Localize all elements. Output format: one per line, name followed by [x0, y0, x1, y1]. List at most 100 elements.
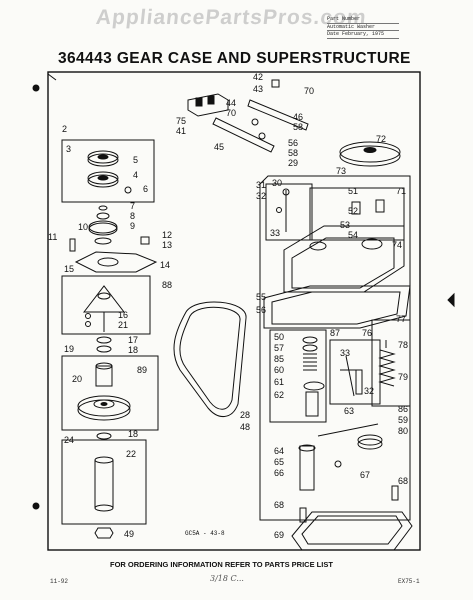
- callout-43: 43: [253, 84, 263, 94]
- callout-58-lower: 58: [288, 148, 298, 158]
- publication-info-box: Part Number Automatic Washer Date Februa…: [327, 16, 399, 39]
- handwritten-note: 3/18 C...: [210, 574, 244, 583]
- corner-code-right: EX75-1: [398, 578, 420, 585]
- box-drive-gear: [61, 355, 159, 431]
- callout-6: 6: [143, 184, 148, 194]
- callout-17: 17: [128, 335, 138, 345]
- callout-18-upper: 18: [128, 345, 138, 355]
- callout-19: 19: [64, 344, 74, 354]
- callout-11: 11: [48, 232, 57, 242]
- callout-52: 52: [348, 206, 358, 216]
- drawing-code: GC5A - 43-8: [185, 530, 225, 537]
- callout-67: 67: [360, 470, 370, 480]
- callout-76: 76: [362, 328, 372, 338]
- callout-9: 9: [130, 221, 135, 231]
- callout-59: 59: [398, 415, 408, 425]
- callout-33-upper: 33: [270, 228, 280, 238]
- drive-gear-part: [77, 362, 131, 421]
- callout-20: 20: [72, 374, 82, 384]
- callout-69: 69: [274, 530, 284, 540]
- callout-87: 87: [330, 328, 340, 338]
- spline-shaft-part: [94, 456, 114, 512]
- callout-21: 21: [118, 320, 128, 330]
- publication-line-2: Automatic Washer: [327, 24, 399, 31]
- callout-15: 15: [64, 264, 74, 274]
- box-upper-bearing: [265, 183, 313, 241]
- callout-57: 57: [274, 343, 284, 353]
- callout-62: 62: [274, 390, 284, 400]
- callout-13: 13: [162, 240, 172, 250]
- callout-51: 51: [348, 186, 358, 196]
- binder-mark-right: [447, 292, 455, 308]
- callout-73: 73: [336, 166, 346, 176]
- corner-code-left: 11-92: [50, 578, 69, 585]
- diagram-title: 364443 GEAR CASE AND SUPERSTRUCTURE: [58, 50, 411, 67]
- callout-48: 48: [240, 422, 250, 432]
- callout-66: 66: [274, 468, 284, 478]
- callout-56-top: 56: [288, 138, 298, 148]
- pinion-shaft-part: [317, 423, 379, 437]
- callout-10: 10: [78, 222, 88, 232]
- drive-belt-part: [173, 301, 247, 417]
- cam-bracket-part: [187, 93, 229, 117]
- callout-71: 71: [396, 186, 406, 196]
- callout-30: 30: [272, 178, 282, 188]
- callout-54: 54: [348, 230, 358, 240]
- callout-32-lower: 32: [364, 386, 374, 396]
- callout-80: 80: [398, 426, 408, 436]
- washer-gear-stack: [88, 205, 118, 245]
- callout-70-top: 70: [304, 86, 314, 96]
- callout-45: 45: [214, 142, 224, 152]
- callout-16: 16: [118, 310, 128, 320]
- callout-8: 8: [130, 211, 135, 221]
- bracket-plate-part: [74, 251, 158, 273]
- pin-part-12: [140, 236, 150, 245]
- callout-77: 77: [396, 314, 406, 324]
- ordering-footer: FOR ORDERING INFORMATION REFER TO PARTS …: [110, 560, 333, 569]
- callout-74: 74: [392, 240, 402, 250]
- box-bearing-assembly: [61, 275, 151, 335]
- callout-44: 44: [226, 98, 236, 108]
- callout-4: 4: [133, 170, 138, 180]
- binder-mark-bottom: [32, 502, 40, 510]
- callout-88: 88: [162, 280, 172, 290]
- callout-55: 55: [256, 292, 266, 302]
- callout-31: 31: [256, 180, 266, 190]
- callout-49: 49: [124, 529, 134, 539]
- callout-14: 14: [160, 260, 170, 270]
- binder-mark-top: [32, 84, 40, 92]
- callout-7: 7: [130, 201, 135, 211]
- box-shift-lever: [329, 339, 381, 405]
- nut-part-49: [94, 527, 114, 539]
- callout-65: 65: [274, 457, 284, 467]
- callout-89: 89: [137, 365, 147, 375]
- callout-70-mid: 70: [226, 108, 236, 118]
- box-gear-housing-top: [309, 187, 405, 241]
- callout-64: 64: [274, 446, 284, 456]
- callout-68-left: 68: [274, 500, 284, 510]
- publication-line-3: Date February, 1975: [327, 31, 399, 39]
- gear-case-base-part: [291, 511, 413, 551]
- callout-18-lower: 18: [128, 429, 138, 439]
- callout-42: 42: [253, 72, 263, 82]
- gasket-part: [263, 285, 411, 329]
- callout-56-lower: 56: [256, 305, 266, 315]
- callout-75: 75: [176, 116, 186, 126]
- callout-41: 41: [176, 126, 186, 136]
- callout-24: 24: [64, 435, 74, 445]
- callout-58-top: 58: [293, 122, 303, 132]
- callout-28: 28: [240, 410, 250, 420]
- diagram-frame: [47, 71, 421, 551]
- callout-33-lower: 33: [340, 348, 350, 358]
- callout-46-top: 46: [293, 112, 303, 122]
- box-spline-shaft: [61, 439, 147, 525]
- callout-61: 61: [274, 377, 284, 387]
- link-bar-part-45: [212, 117, 275, 153]
- drive-pulley-part: [87, 150, 132, 194]
- callout-12: 12: [162, 230, 172, 240]
- callout-29: 29: [288, 158, 298, 168]
- callout-3: 3: [66, 144, 71, 154]
- callout-32: 32: [256, 191, 266, 201]
- callout-63: 63: [344, 406, 354, 416]
